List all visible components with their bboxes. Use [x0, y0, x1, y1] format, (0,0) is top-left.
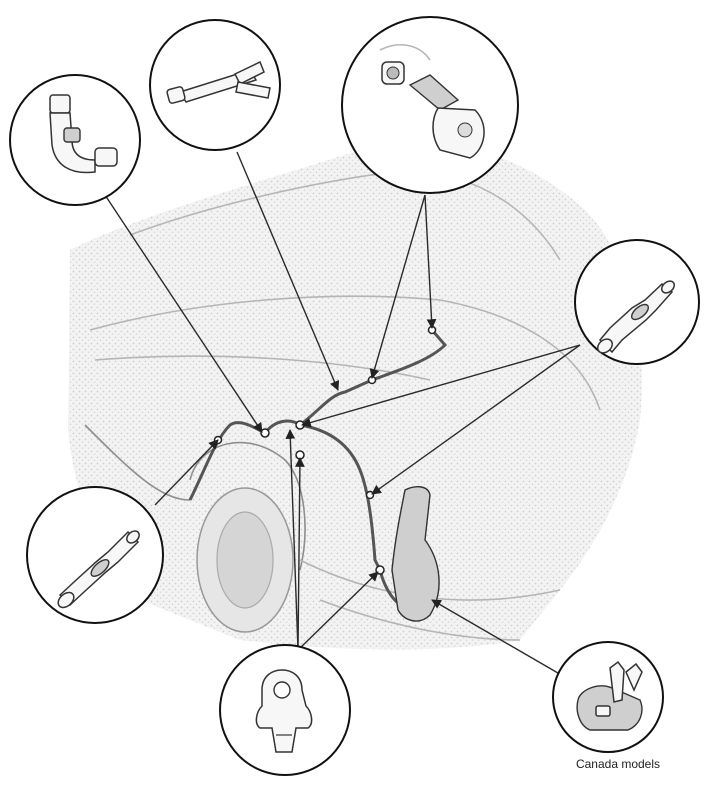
hose-clip-icon [255, 669, 313, 753]
straight-joint-left-icon [57, 530, 140, 609]
callout-elbow-joint [9, 74, 141, 206]
callout-straight-joint-right [574, 239, 700, 365]
washer-nozzle-icon [379, 44, 485, 159]
leader-lines [104, 151, 581, 681]
elbow-joint-icon [49, 94, 118, 174]
washer-reservoir-icon [576, 660, 643, 731]
tee-joint-icon [166, 60, 271, 104]
canada-models-caption: Canada models [575, 757, 661, 771]
callout-hose-clip [219, 644, 351, 776]
washer-reservoir-shape [391, 486, 440, 622]
vehicle-front-silhouette [68, 141, 643, 650]
callout-tee-joint [149, 19, 281, 151]
callout-straight-joint-left [26, 486, 164, 624]
callout-washer-reservoir-canada [552, 641, 664, 753]
callout-washer-nozzle [341, 16, 519, 194]
straight-joint-right-icon [597, 280, 676, 354]
